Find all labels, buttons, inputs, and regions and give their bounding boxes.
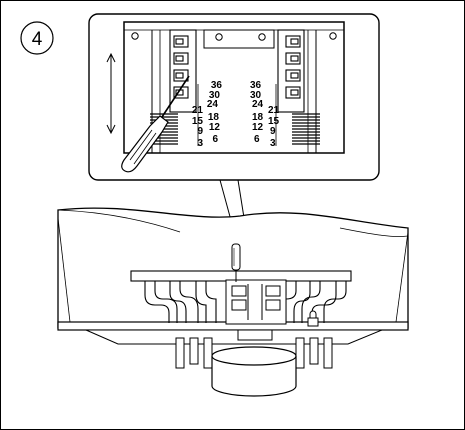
scale-label-left: 9 [197,126,203,137]
detail-callout: 36 30 24 21 18 15 12 9 6 3 36 30 24 21 1… [88,13,380,181]
scale-label-left: 3 [197,138,203,149]
main-unit [57,207,409,397]
scale-label-right: 6 [254,134,260,145]
screwdriver-icon [121,75,190,173]
scale-label-right: 36 [250,80,262,91]
scale-label-right: 15 [268,116,280,127]
scale-label-left: 6 [212,134,218,145]
scale-label-left: 12 [209,122,221,133]
scale-label-right: 12 [252,122,264,133]
scale-label-left: 30 [209,90,221,101]
double-headed-vertical-arrow-icon [106,52,116,135]
scale-label-right: 18 [252,112,264,123]
padlock-icon [307,310,319,327]
scale-label-left: 24 [207,99,219,110]
step-badge: 4 [20,21,54,55]
scale-label-left: 18 [208,112,220,123]
valve-pipes [175,337,333,369]
scale-label-right: 24 [252,99,264,110]
scale-label-right: 9 [270,126,276,137]
scale-label-right: 3 [270,138,276,149]
scale-label-right: 21 [268,105,280,116]
central-terminal-controller [225,279,287,341]
base-plate [57,321,409,345]
scale-label-left: 36 [211,80,223,91]
right-spring-coil [292,113,320,145]
screwdriver-on-unit-icon [231,243,241,282]
scale-label-right: 30 [250,90,262,101]
right-scale: 36 30 24 21 18 15 12 9 6 3 [250,80,280,149]
drain-cylinder [211,346,297,397]
step-number: 4 [32,29,43,50]
right-terminal-block [277,29,305,113]
